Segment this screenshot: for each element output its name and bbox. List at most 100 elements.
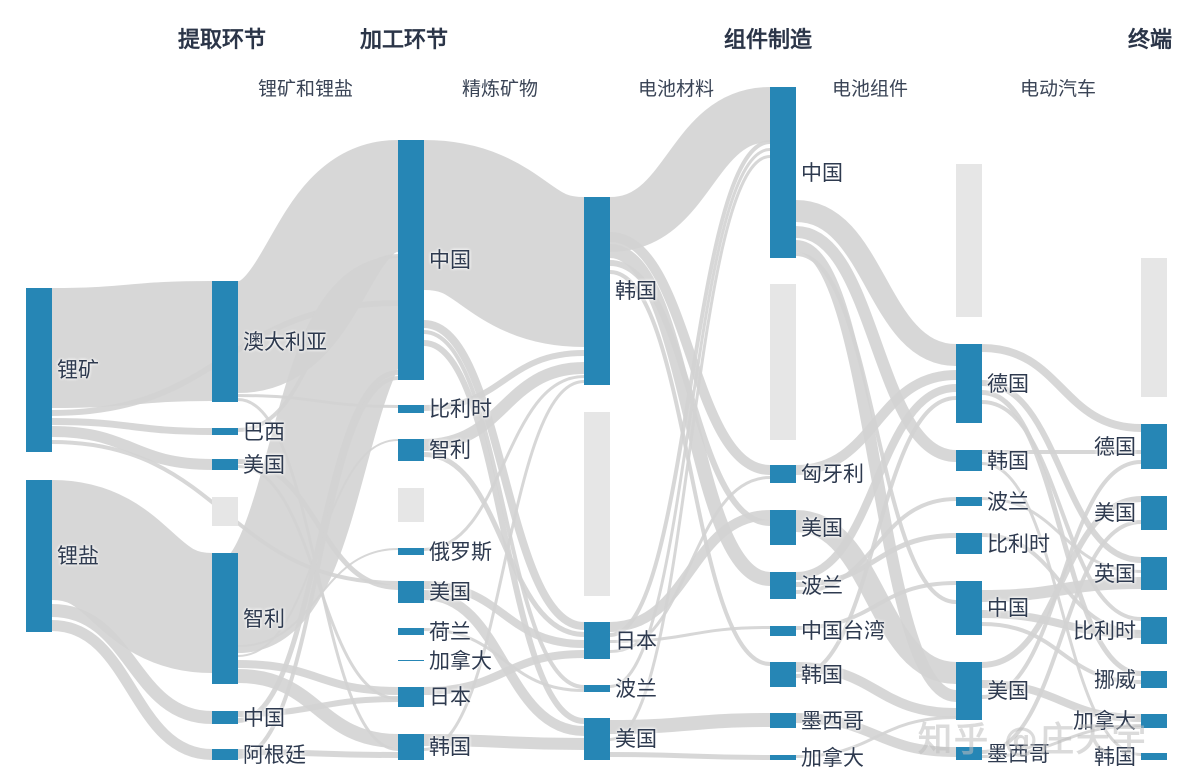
node-label: 比利时 (429, 397, 492, 421)
node-bar (398, 439, 424, 461)
node-bar (1141, 496, 1167, 530)
flow-link (795, 662, 957, 718)
node-bar (584, 197, 610, 385)
node-label: 韩国 (801, 662, 843, 687)
flow-link (609, 148, 771, 688)
flow-link (423, 452, 585, 637)
node-bar (956, 344, 982, 423)
flow-link (237, 749, 399, 758)
flow-link (423, 330, 585, 689)
flow-link (51, 418, 213, 435)
column-title-battery-components: 电池组件 (832, 78, 909, 100)
flow-link (237, 696, 399, 717)
flow-link (981, 610, 1142, 638)
placeholder-node (584, 412, 610, 596)
node-label: 加拿大 (801, 745, 864, 770)
node-label: 荷兰 (429, 619, 471, 644)
flow-link (232, 140, 404, 393)
flow-link (423, 375, 585, 551)
node-bar (212, 711, 238, 724)
node-bar (1141, 557, 1167, 590)
node-bar (770, 465, 796, 483)
flow-link (423, 590, 585, 736)
node-label: 德国 (1094, 434, 1136, 459)
flow-link (423, 734, 585, 750)
flow-link (795, 510, 957, 684)
node-bar (956, 747, 982, 760)
flow-link (420, 140, 588, 347)
flow-link (609, 626, 771, 643)
node-bar (398, 734, 424, 760)
node-bar (398, 581, 424, 603)
node-bar (1141, 617, 1167, 644)
flow-link (51, 620, 213, 760)
node-bar (1141, 714, 1167, 728)
flow-link (423, 340, 585, 724)
watermark: 知乎 @庄天宇 (918, 720, 1148, 760)
node-bar (1141, 753, 1167, 760)
flow-link (981, 497, 1142, 573)
node-label: 比利时 (987, 531, 1050, 556)
flow-link (609, 270, 771, 666)
node-label: 加拿大 (429, 648, 492, 673)
node-bar (212, 553, 238, 684)
flow-link (423, 320, 585, 630)
node-bar (770, 626, 796, 636)
node-label: 韩国 (987, 448, 1029, 473)
node-bar (398, 548, 424, 555)
flow-link (423, 380, 585, 751)
node-bar (212, 281, 238, 402)
flow-link (609, 510, 771, 632)
node-label: 韩国 (615, 279, 657, 303)
flow-link (981, 462, 1142, 756)
node-bar (1141, 671, 1167, 688)
flow-link (423, 581, 585, 648)
node-bar (956, 450, 982, 471)
node-label: 锂盐 (57, 544, 99, 568)
node-label: 美国 (987, 679, 1029, 703)
node-bar (398, 628, 424, 635)
node-label: 美国 (615, 727, 657, 751)
flow-link (795, 716, 957, 758)
flow-link (51, 426, 213, 470)
placeholder-node (956, 164, 982, 317)
flow-link (981, 724, 1142, 758)
node-label: 美国 (1094, 501, 1136, 525)
node-bar (212, 428, 238, 435)
flow-link (609, 140, 771, 637)
node-bar (26, 480, 52, 632)
flow-link (981, 400, 1142, 621)
node-bar (212, 459, 238, 470)
node-label: 中国台湾 (801, 619, 885, 643)
flow-link (607, 87, 773, 252)
node-bar (956, 581, 982, 635)
flow-link (795, 226, 957, 462)
node-label: 中国 (243, 705, 285, 730)
flow-link (51, 604, 213, 724)
flow-link (795, 384, 957, 580)
node-bar (398, 687, 424, 707)
node-label: 中国 (801, 160, 843, 185)
flow-link (981, 577, 1142, 602)
flow-link (51, 281, 213, 408)
node-label: 日本 (615, 628, 657, 653)
flow-link (795, 581, 957, 630)
node-label: 波兰 (615, 676, 657, 701)
column-title-battery-materials: 电池材料 (638, 78, 715, 100)
node-label: 中国 (429, 248, 471, 272)
stage-title-processing: 加工环节 (360, 28, 449, 53)
node-label: 加拿大 (1073, 709, 1136, 733)
flow-link (795, 533, 957, 587)
node-bar (956, 533, 982, 554)
flow-link (237, 660, 399, 695)
node-label: 日本 (429, 685, 471, 709)
node-bar (770, 572, 796, 599)
placeholder-node (212, 497, 238, 526)
flow-link (609, 713, 771, 734)
flow-link (981, 520, 1142, 754)
node-label: 挪威 (1094, 667, 1136, 692)
node-label: 锂矿 (57, 358, 99, 382)
flow-link (237, 370, 399, 723)
node-bar (770, 713, 796, 728)
